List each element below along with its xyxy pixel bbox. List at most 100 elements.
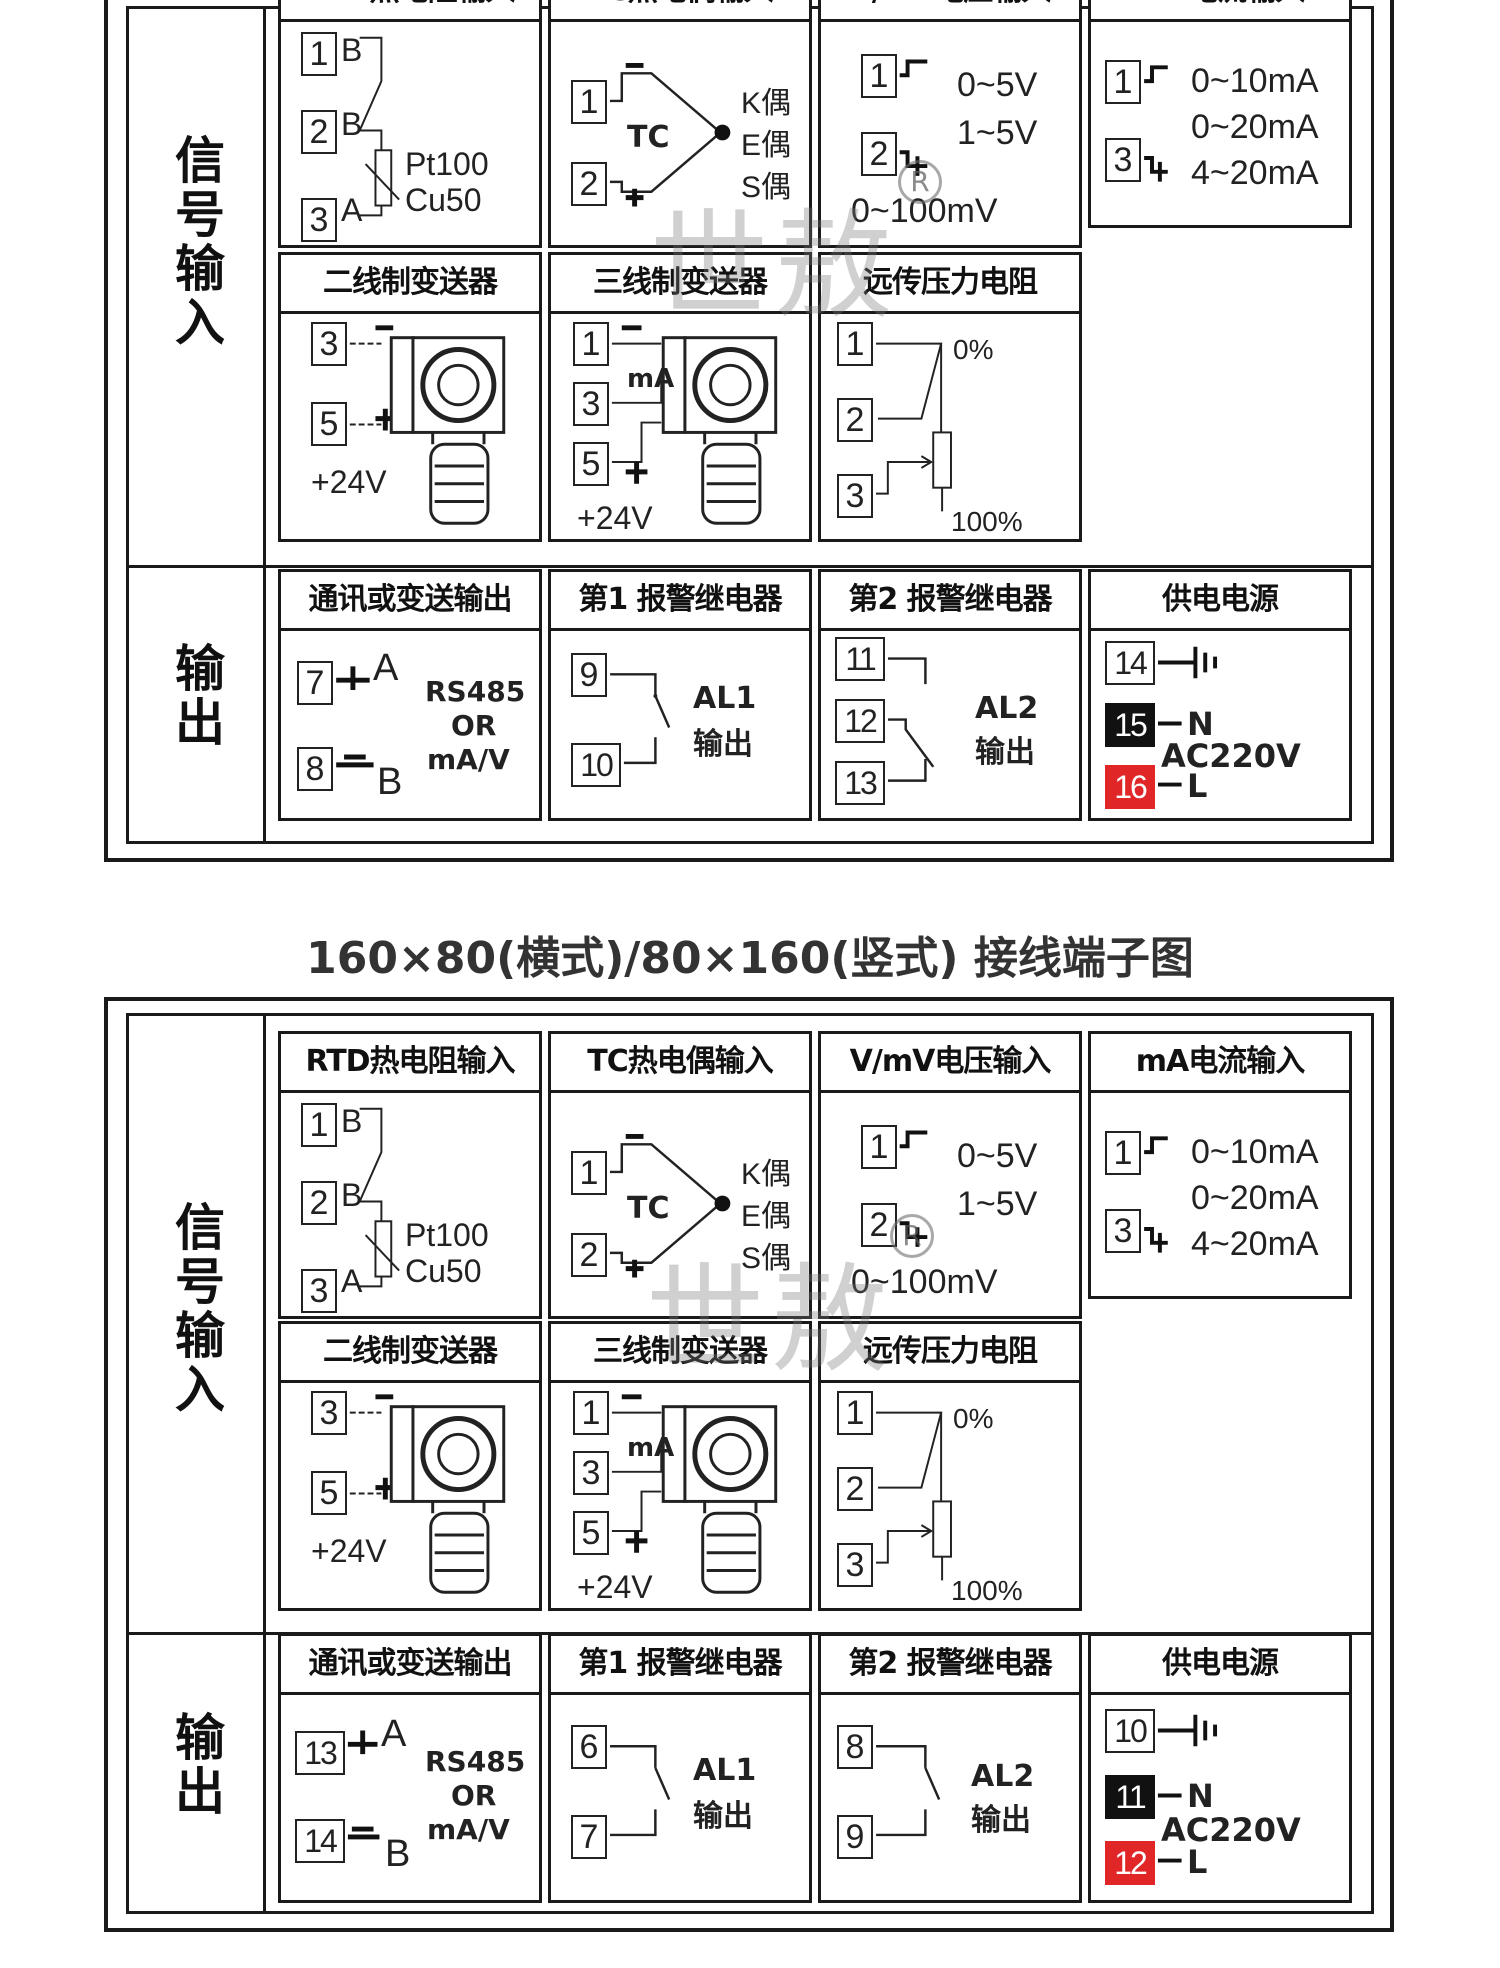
transmitter-icon	[349, 1394, 506, 1594]
card-title: 供电电源	[1091, 572, 1349, 631]
relay-contact	[876, 1745, 941, 1837]
range-label: 0~5V	[957, 1137, 1038, 1175]
card-title: 第2 报警继电器	[821, 572, 1079, 631]
terminal: 3	[573, 1451, 609, 1495]
terminal: 8	[837, 1725, 873, 1769]
alarm-relay-1-card: 第1 报警继电器 6 7 AL1 输出	[548, 1633, 812, 1903]
alarm-text: 输出	[975, 735, 1035, 770]
terminal: 3	[1105, 1209, 1141, 1253]
alarm-text: 输出	[693, 1799, 753, 1834]
range-label: 0~100mV	[851, 1263, 998, 1301]
sensor-type: Pt100	[405, 146, 489, 182]
ground-symbol	[1157, 646, 1218, 787]
terminal: 3	[311, 1391, 347, 1435]
rtd-wiring	[358, 36, 400, 217]
card-title: V/mV电压输入	[821, 0, 1079, 22]
wire-letter: B	[341, 32, 363, 68]
card-title: 供电电源	[1091, 1636, 1349, 1695]
terminal: 3	[311, 322, 347, 366]
two-wire-transmitter-card: 二线制变送器 3 5 +24V	[278, 1321, 542, 1611]
terminal-live: 12	[1105, 1841, 1155, 1885]
alarm-relay-1-card: 第1 报警继电器 9 10 AL1 输出	[548, 569, 812, 821]
comm-text: mA/V	[427, 1813, 510, 1846]
alarm-text: AL1	[693, 681, 757, 716]
terminal: 9	[837, 1815, 873, 1859]
terminal: 1	[571, 1151, 607, 1195]
unit-label: mA	[627, 364, 675, 394]
terminal: 6	[571, 1725, 607, 1769]
signal-input-label: 信号 输入	[175, 1199, 225, 1419]
terminal: 5	[311, 402, 347, 446]
registered-mark: R	[898, 160, 942, 204]
card-title: 第2 报警继电器	[821, 1636, 1079, 1695]
comm-wiring	[336, 666, 374, 768]
sensor-type: Cu50	[405, 182, 482, 218]
card-title: TC热电偶输入	[551, 1034, 809, 1093]
card-title: 三线制变送器	[551, 1324, 809, 1383]
range-label: 0~20mA	[1191, 108, 1319, 146]
power-supply-card: 供电电源 14 15 16 N AC220V L	[1088, 569, 1352, 821]
terminal: 1	[837, 322, 873, 366]
terminal: 5	[573, 442, 609, 486]
supply-label: +24V	[311, 1533, 387, 1569]
tc-label: TC	[627, 1191, 670, 1226]
rtd-input-card: RTD热电阻输入 1 2 3 B B A Pt100 Cu50	[278, 1031, 542, 1319]
sensor-type: Cu50	[405, 1253, 482, 1289]
signal-input-label: 信号 输入	[175, 132, 225, 352]
terminal: 7	[297, 661, 333, 705]
card-title: 远传压力电阻	[821, 255, 1079, 314]
line-letter: A	[381, 1713, 407, 1755]
thermocouple-wiring	[609, 1133, 731, 1278]
terminal: 1	[301, 1103, 337, 1147]
terminal: 2	[861, 132, 897, 176]
supply-label: +24V	[577, 500, 653, 536]
scale-low: 0%	[953, 1403, 994, 1434]
comm-output-card: 通讯或变送输出 7 8 A B RS485 OR mA/V	[278, 569, 542, 821]
potentiometer-wiring	[875, 1411, 952, 1581]
diagram-caption: 160×80(横式)/80×160(竖式) 接线端子图	[306, 933, 1194, 984]
wiring-panel-bottom: 信号 输入 输出 RTD热电阻输入 1 2 3 B B A Pt100 Cu50	[104, 997, 1394, 1932]
comm-wiring	[347, 1730, 380, 1840]
tc-input-card: TC热电偶输入 1 2 TC K偶 E偶 S偶	[548, 0, 812, 248]
terminal: 2	[861, 1203, 897, 1247]
thermocouple-wiring	[609, 62, 731, 207]
terminal: 1	[573, 1391, 609, 1435]
three-wire-transmitter-card: 三线制变送器 1 3 5 mA +24V	[548, 1321, 812, 1611]
voltage-input-card: V/mV电压输入 1 2 0~5V 1~5V 0~100mV	[818, 0, 1082, 248]
terminal-neutral: 11	[1105, 1775, 1155, 1819]
two-wire-transmitter-card: 二线制变送器 3 5 +24V	[278, 252, 542, 542]
comm-text: OR	[451, 1779, 497, 1812]
tc-type: S偶	[741, 171, 792, 204]
transmitter-icon	[611, 325, 778, 525]
tc-type: E偶	[741, 129, 792, 162]
tc-input-card: TC热电偶输入 1 2 TC K偶 E偶 S偶	[548, 1031, 812, 1319]
line-letter: L	[1187, 767, 1208, 805]
transmitter-icon	[611, 1394, 778, 1594]
tc-type: K偶	[741, 87, 792, 120]
terminal: 8	[297, 747, 333, 791]
current-wiring	[1144, 1136, 1168, 1253]
card-title: 二线制变送器	[281, 1324, 539, 1383]
card-title: RTD热电阻输入	[281, 1034, 539, 1093]
terminal: 3	[573, 382, 609, 426]
alarm-text: AL2	[975, 691, 1039, 726]
watermark: 世敖	[650, 197, 899, 335]
wire-letter: A	[341, 192, 363, 228]
card-title: mA电流输入	[1091, 1034, 1349, 1093]
supply-label: +24V	[311, 464, 387, 500]
line-letter: L	[1187, 1843, 1208, 1881]
terminal: 3	[1105, 138, 1141, 182]
voltage-label: AC220V	[1161, 1811, 1301, 1849]
range-label: 0~20mA	[1191, 1179, 1319, 1217]
terminal: 13	[295, 1731, 345, 1775]
card-title: 二线制变送器	[281, 255, 539, 314]
card-title: 三线制变送器	[551, 255, 809, 314]
label-column-divider	[263, 1016, 266, 1911]
terminal: 5	[311, 1471, 347, 1515]
alarm-text: AL2	[971, 1759, 1035, 1794]
range-label: 0~10mA	[1191, 62, 1319, 100]
output-label: 输出	[175, 1709, 225, 1821]
card-title: 第1 报警继电器	[551, 1636, 809, 1695]
potentiometer-wiring	[875, 342, 952, 512]
terminal: 1	[301, 32, 337, 76]
